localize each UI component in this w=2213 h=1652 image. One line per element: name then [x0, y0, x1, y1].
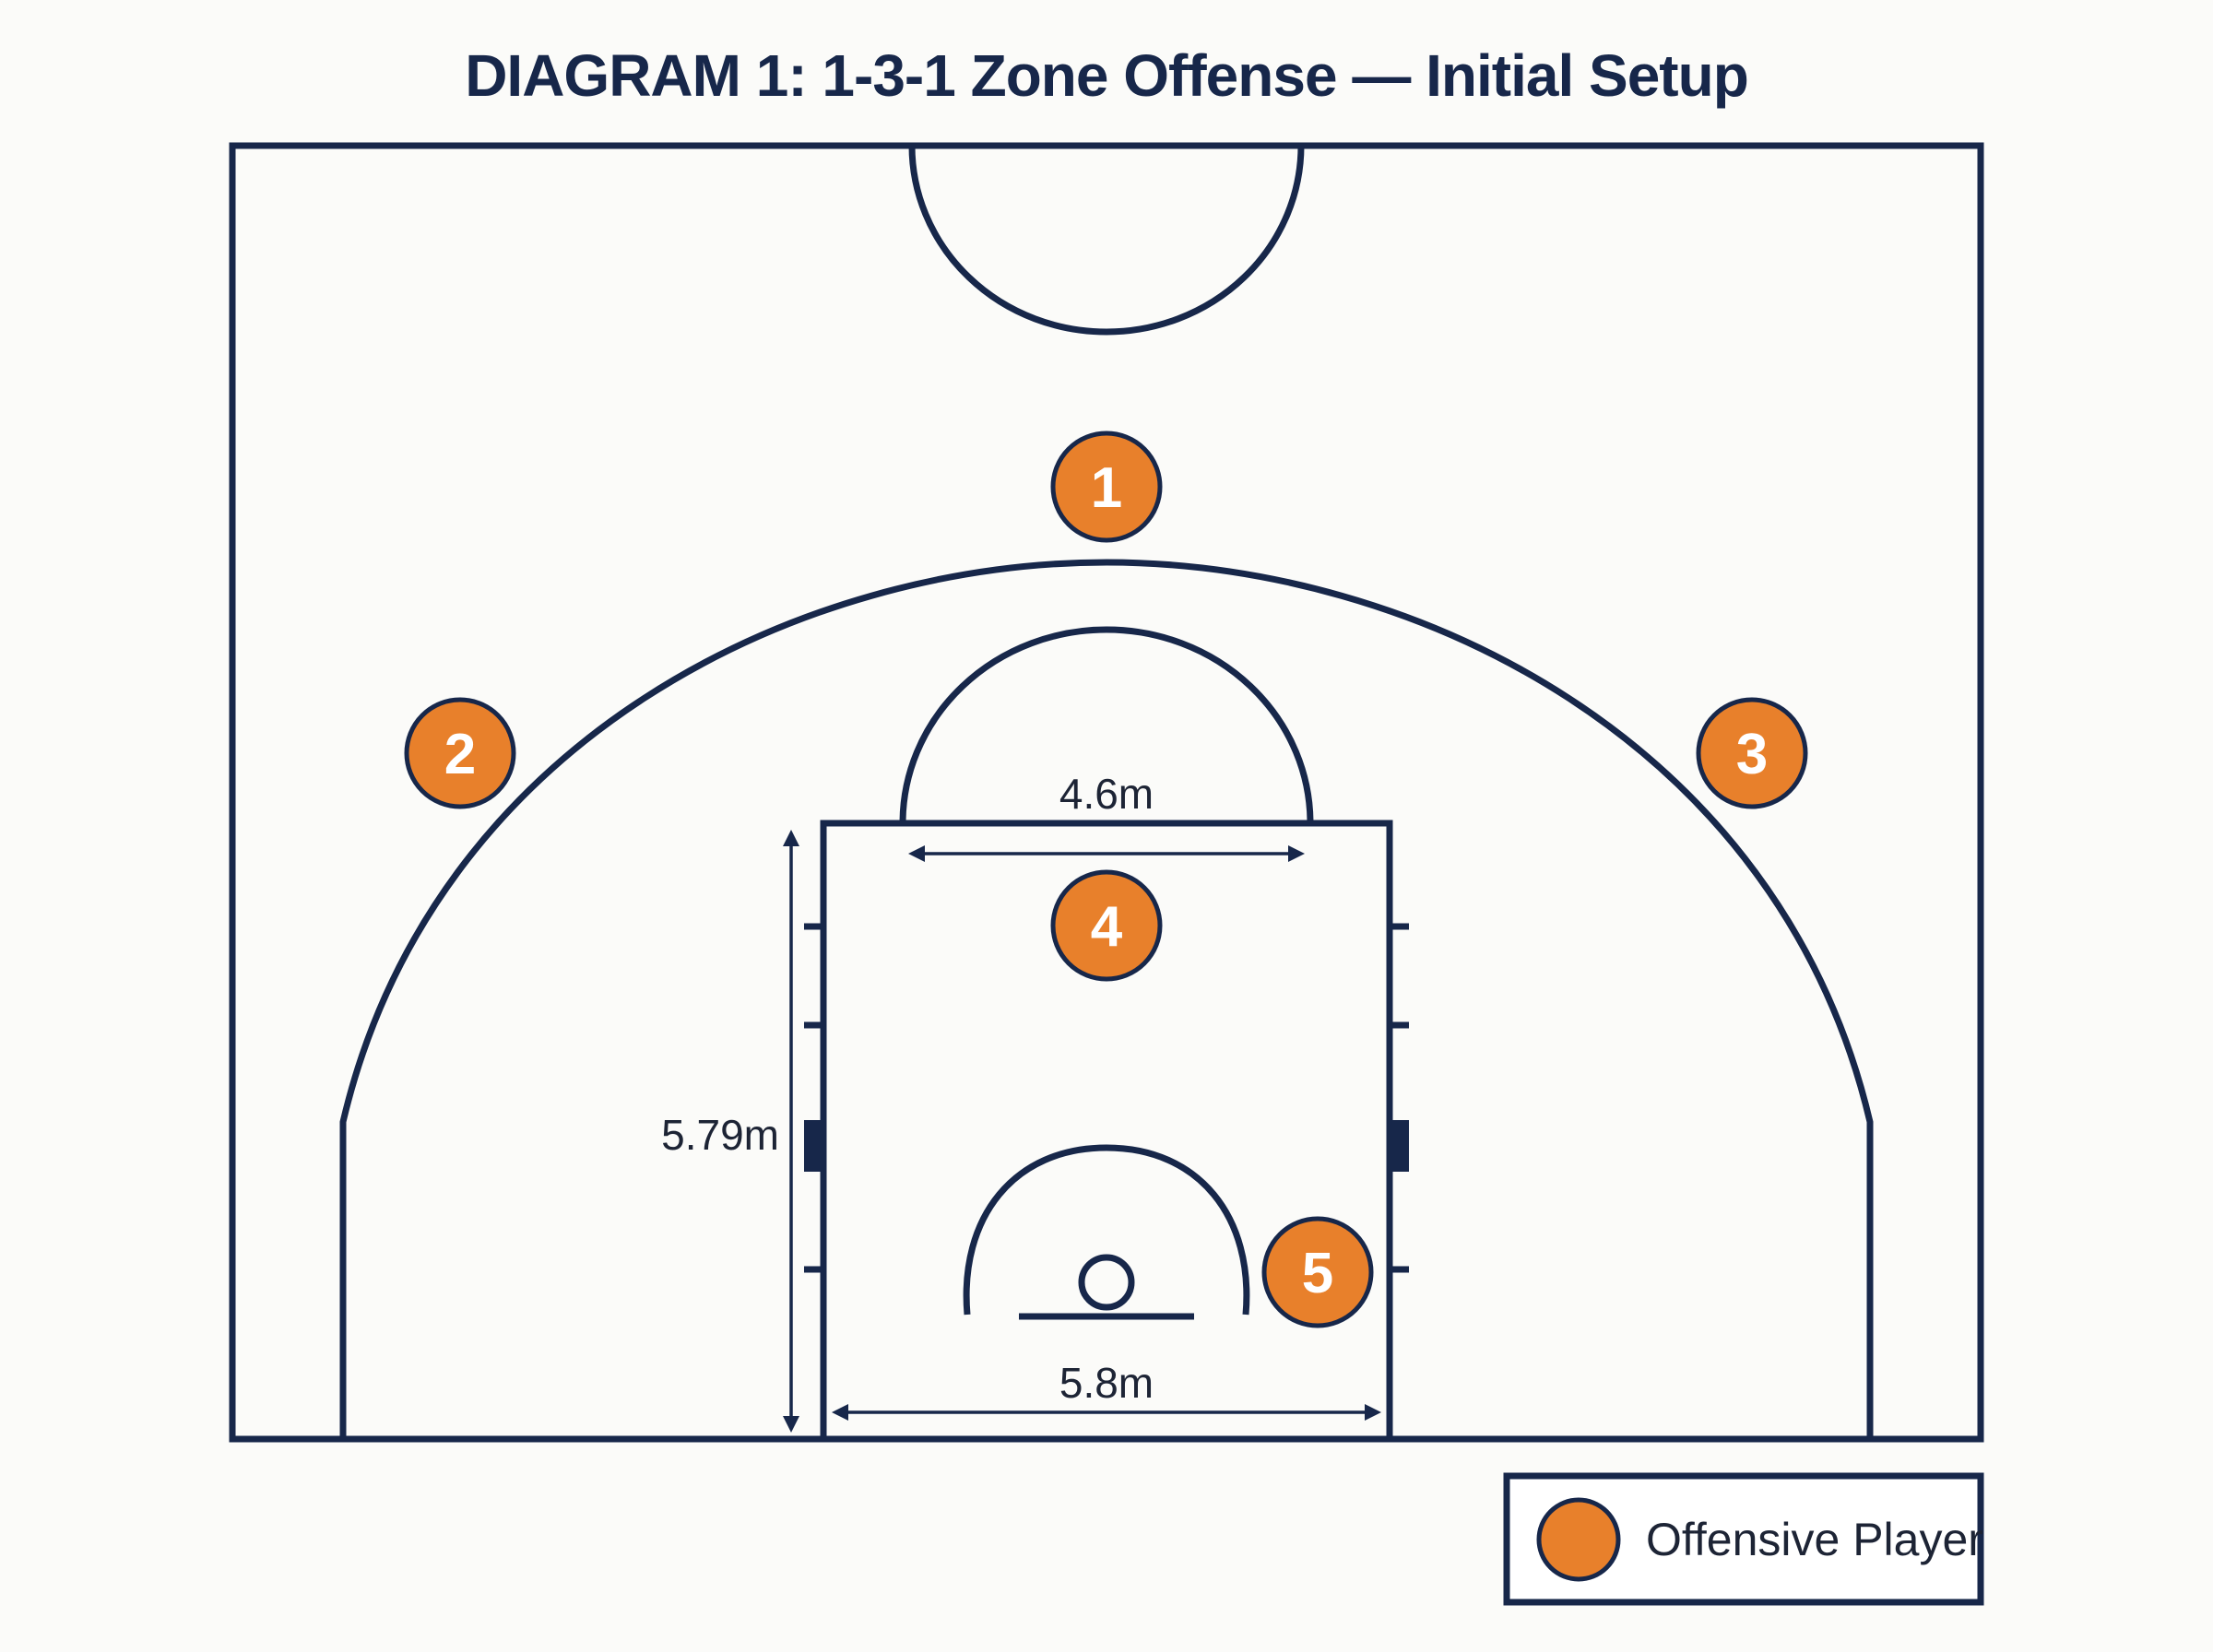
hoop: [1078, 1254, 1135, 1311]
center-circle: [908, 145, 1305, 336]
dimension-lane-width: 5.8m: [832, 1359, 1381, 1421]
lane-marks-left: [804, 923, 823, 1273]
diagram-title: DIAGRAM 1: 1-3-1 Zone Offense — Initial …: [465, 42, 1749, 109]
player-3-number: 3: [1736, 723, 1768, 786]
player-4-number: 4: [1091, 895, 1123, 959]
dimension-free-throw-width: 4.6m: [908, 770, 1305, 862]
dimension-lane-length: 5.79m: [661, 830, 799, 1433]
player-5: 5: [1261, 1216, 1374, 1328]
legend-player-swatch: [1536, 1497, 1621, 1582]
player-1-number: 1: [1091, 456, 1122, 520]
restricted-area-arc: [963, 1144, 1250, 1316]
legend-label: Offensive Player: [1646, 1514, 1983, 1565]
player-1: 1: [1050, 431, 1163, 543]
lane-length-label: 5.79m: [661, 1111, 779, 1159]
player-3: 3: [1696, 697, 1808, 809]
player-5-number: 5: [1302, 1242, 1333, 1305]
player-2: 2: [404, 697, 516, 809]
lane-marks-right: [1390, 923, 1409, 1273]
player-2-number: 2: [444, 723, 476, 786]
lane-width-label: 5.8m: [1059, 1359, 1154, 1407]
three-point-line: [339, 559, 1874, 1439]
free-throw-circle: [899, 626, 1314, 824]
legend: Offensive Player: [1503, 1472, 1984, 1606]
player-4: 4: [1050, 869, 1163, 982]
free-throw-width-label: 4.6m: [1059, 770, 1154, 818]
